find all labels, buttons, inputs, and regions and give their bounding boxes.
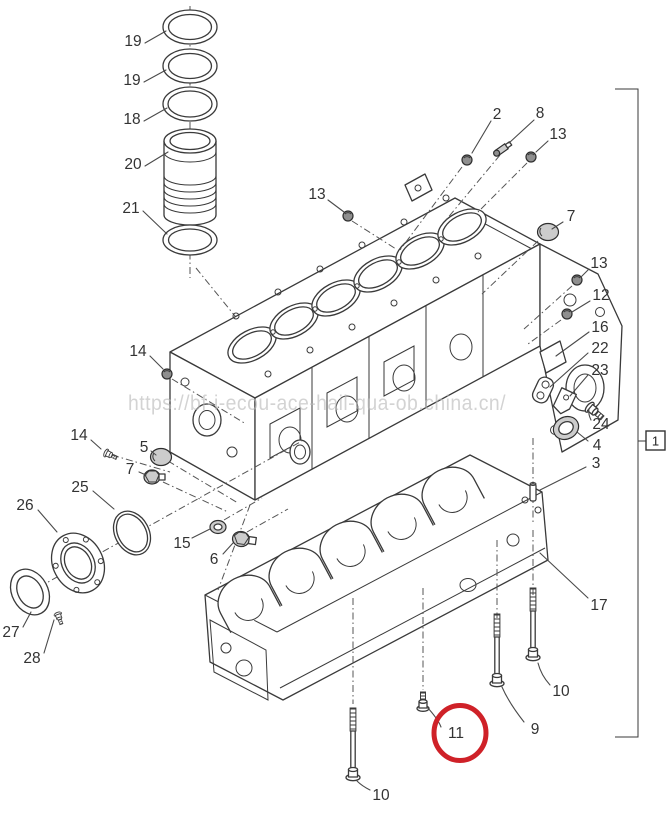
small-parts — [9, 141, 607, 782]
plug-13b — [342, 210, 354, 222]
callout-8: 8 — [536, 105, 545, 122]
bedplate-ladder-frame — [204, 454, 549, 701]
plug-2 — [461, 154, 473, 166]
ring-19b — [162, 48, 218, 84]
cup-plug-5 — [149, 447, 173, 467]
callout-10b: 10 — [372, 787, 390, 804]
plug-12 — [561, 308, 573, 320]
callout-labels: 19 19 18 20 21 2 8 13 13 7 13 12 16 22 2… — [2, 33, 610, 804]
bracket-23 — [552, 387, 577, 415]
bolt-10-right — [525, 587, 541, 662]
dowel-pin-3 — [529, 482, 537, 502]
callout-16: 16 — [591, 319, 608, 336]
callout-7a: 7 — [567, 208, 576, 225]
bolt-10-left — [345, 707, 361, 782]
callout-20: 20 — [124, 156, 142, 173]
o-ring-25 — [112, 510, 152, 556]
callout-6: 6 — [210, 551, 219, 568]
callout-10a: 10 — [552, 683, 570, 700]
bolt-14b — [102, 447, 119, 463]
callout-13c: 13 — [590, 255, 607, 272]
callout-18: 18 — [123, 111, 140, 128]
piston-ring-and-liner-stack — [162, 6, 249, 333]
ref-box — [645, 430, 666, 451]
callout-11: 11 — [448, 725, 464, 742]
ring-21 — [162, 224, 218, 256]
ring-18 — [162, 86, 218, 122]
ref-box-label: 1 — [652, 434, 659, 449]
assembly-reference-bracket: 1 — [615, 88, 666, 738]
sensor-fitting-8 — [493, 141, 513, 157]
cylinder-liner-20 — [163, 128, 217, 226]
bolt-28 — [53, 610, 66, 626]
callout-7b: 7 — [126, 461, 135, 478]
callout-27: 27 — [2, 624, 19, 641]
callout-13a: 13 — [549, 126, 566, 143]
callout-17: 17 — [590, 597, 607, 614]
hex-plug-7b — [143, 469, 166, 485]
plug-13a — [525, 151, 537, 163]
main-bearing-saddles — [217, 466, 485, 634]
red-highlight-circle — [431, 703, 489, 763]
callout-12: 12 — [592, 287, 609, 304]
callout-25: 25 — [71, 479, 88, 496]
callout-26: 26 — [16, 497, 33, 514]
deck-bolt-holes — [232, 194, 482, 378]
sealing-washer-15 — [209, 519, 227, 535]
callout-9: 9 — [531, 721, 540, 738]
callout-28: 28 — [23, 650, 40, 667]
cylinder-block — [169, 173, 623, 501]
callout-5: 5 — [140, 439, 149, 456]
lifting-bracket — [404, 173, 433, 202]
side-cover-plate-16 — [539, 340, 567, 374]
oil-plug-6 — [231, 530, 257, 548]
callout-13b: 13 — [308, 186, 325, 203]
seal-carrier-26 — [50, 532, 106, 594]
ring-19a — [162, 9, 218, 45]
callout-2: 2 — [493, 106, 502, 123]
callout-21: 21 — [122, 200, 139, 217]
callout-15: 15 — [173, 535, 190, 552]
callout-14b: 14 — [70, 427, 88, 444]
callout-19b: 19 — [123, 72, 140, 89]
seal-ring-4 — [552, 415, 580, 441]
callout-19a: 19 — [124, 33, 141, 50]
cup-plug-7a — [536, 222, 560, 242]
bolt-11 — [416, 691, 430, 712]
watermark-text: https://bf-i-ecou-ace-hail-qua-ob.china.… — [128, 392, 506, 415]
callout-14a: 14 — [129, 343, 147, 360]
gasket-22 — [531, 376, 555, 404]
callout-4: 4 — [593, 437, 602, 454]
callout-24: 24 — [592, 416, 610, 433]
crank-seal-27 — [9, 568, 51, 616]
callout-3: 3 — [592, 455, 601, 472]
callout-22: 22 — [591, 340, 608, 357]
callout-23: 23 — [591, 362, 608, 379]
plug-14a — [161, 368, 173, 380]
plug-13c — [571, 274, 583, 286]
bolt-9 — [489, 613, 505, 688]
